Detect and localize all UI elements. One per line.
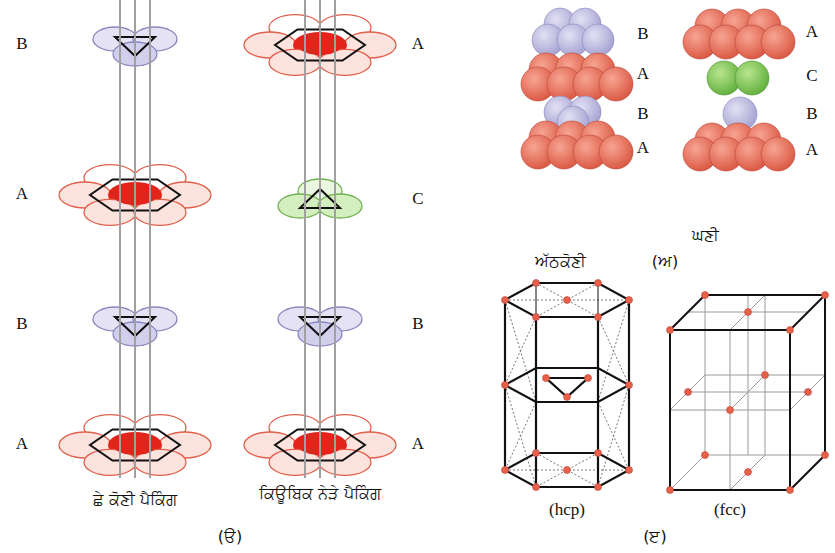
layer-letter: A	[806, 22, 818, 42]
layer-letter: B	[16, 314, 27, 334]
layer-letter: B	[637, 24, 648, 44]
fcc-unit-cell	[667, 292, 829, 494]
part-label: (ੳ)	[218, 527, 242, 546]
layer-letter: B	[412, 314, 423, 334]
ccp-layer-stack	[244, 0, 396, 478]
structure-code: (hcp)	[549, 500, 585, 520]
structure-code: (fcc)	[714, 500, 746, 520]
structure-name: ਘਣੀ	[692, 226, 719, 245]
layer-letter: A	[16, 434, 28, 454]
layer-letter: B	[16, 34, 27, 54]
layer-letter: A	[637, 64, 649, 84]
layer-letter: B	[637, 104, 648, 124]
abca-sphere-stack	[683, 9, 795, 171]
caption-text: ਛੇ ਕੋਣੀ ਪੈਕਿੰਗ	[93, 490, 177, 509]
layer-letter: A	[637, 138, 649, 158]
caption-text: ਕਿਊਬਿਕ ਨੇੜੇ ਪੈਕਿੰਗ	[255, 484, 385, 503]
abab-sphere-stack	[521, 8, 633, 169]
hcp-layer-stack	[59, 0, 211, 478]
structure-name: ਅੱਠਕੋਣੀ	[535, 252, 586, 271]
part-label: (ੲ)	[643, 527, 666, 546]
layer-letter: C	[412, 189, 423, 209]
part-label: (ਅ)	[652, 252, 678, 271]
layer-letter: A	[806, 140, 818, 160]
layer-letter: A	[16, 184, 28, 204]
layer-letter: A	[412, 434, 424, 454]
hcp-unit-cell	[502, 280, 633, 491]
layer-letter: A	[412, 34, 424, 54]
layer-letter: C	[806, 66, 817, 86]
layer-letter: B	[806, 104, 817, 124]
